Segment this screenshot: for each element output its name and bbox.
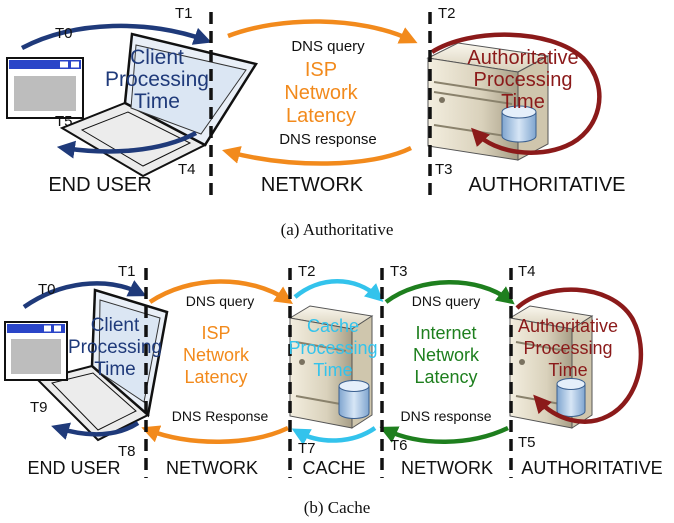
internet-latency-label: Network — [413, 345, 480, 365]
dns-response-label: DNS response — [279, 131, 377, 148]
time-label: T4 — [518, 263, 536, 280]
client-processing-arrow — [22, 280, 147, 309]
time-label: T3 — [435, 161, 453, 178]
cache-processing-label: Time — [313, 360, 352, 380]
time-label: T0 — [38, 281, 56, 298]
internet-latency-label: Latency — [414, 367, 477, 387]
authoritative-processing-label: Authoritative — [467, 47, 578, 69]
client-return-arrow — [56, 131, 198, 159]
section-label-cache: CACHE — [302, 458, 365, 478]
cache-return-arrow — [291, 426, 377, 446]
time-label: T1 — [118, 263, 136, 280]
dns-response-label: DNS Response — [172, 408, 269, 424]
dns-query-label: DNS query — [291, 38, 365, 55]
client-processing-label: Client — [130, 46, 184, 69]
section-label-end-user: END USER — [27, 458, 120, 478]
database-icon — [338, 380, 370, 419]
dns-query-arrow — [227, 19, 418, 44]
database-icon — [556, 378, 586, 417]
authoritative-processing-loop — [430, 32, 602, 155]
laptop-icon — [59, 32, 258, 178]
time-label: T2 — [438, 5, 456, 22]
section-label-authoritative: AUTHORITATIVE — [468, 174, 625, 196]
caption-b: (b) Cache — [304, 498, 371, 517]
browser-window-icon — [4, 321, 68, 381]
server-icon — [426, 42, 550, 161]
internet-response-arrow — [379, 425, 509, 444]
server-icon — [508, 305, 594, 429]
authoritative-processing-label: Time — [548, 360, 587, 380]
isp-latency-label: ISP — [201, 323, 230, 343]
time-label: T5 — [55, 113, 73, 130]
time-label: T3 — [390, 263, 408, 280]
client-processing-label: Processing — [105, 68, 209, 91]
time-label: T8 — [118, 443, 136, 460]
isp-latency-label: Latency — [184, 367, 247, 387]
dns-response-arrow — [141, 425, 289, 444]
dns-query-label: DNS query — [186, 293, 254, 309]
browser-window-icon — [6, 57, 84, 119]
time-label: T6 — [390, 437, 408, 454]
client-processing-label: Time — [94, 359, 136, 380]
time-label: T2 — [298, 263, 316, 280]
time-label: T9 — [30, 399, 48, 416]
client-processing-label: Time — [134, 90, 180, 113]
authoritative-processing-label: Time — [501, 91, 545, 113]
time-label: T5 — [518, 434, 536, 451]
cache-processing-arrow — [293, 279, 384, 302]
client-processing-label: Processing — [68, 337, 162, 358]
isp-latency-label: Network — [183, 345, 250, 365]
cache-processing-label: Cache — [307, 316, 359, 336]
section-label-authoritative: AUTHORITATIVE — [521, 458, 662, 478]
panel-a: T0 T1 T2 T3 T4 T5 Client Processing Time… — [6, 5, 626, 239]
section-label-end-user: END USER — [48, 174, 151, 196]
caption-a: (a) Authoritative — [281, 220, 394, 239]
database-icon — [501, 105, 537, 143]
client-return-arrow — [51, 421, 140, 440]
internet-query-arrow — [384, 280, 515, 305]
authoritative-processing-label: Authoritative — [518, 316, 618, 336]
isp-latency-label: ISP — [305, 59, 337, 81]
time-label: T1 — [175, 5, 193, 22]
dns-query-arrow — [148, 279, 293, 305]
authoritative-processing-loop — [515, 287, 644, 424]
dns-response-label: DNS response — [400, 408, 491, 424]
section-label-network: NETWORK — [166, 458, 258, 478]
section-label-network: NETWORK — [261, 174, 364, 196]
time-label: T0 — [55, 25, 73, 42]
dns-query-label: DNS query — [412, 293, 480, 309]
isp-latency-label: Network — [284, 82, 358, 104]
internet-latency-label: Internet — [415, 323, 476, 343]
client-processing-arrow — [20, 23, 212, 50]
client-processing-label: Client — [91, 315, 140, 336]
authoritative-processing-label: Processing — [474, 69, 573, 91]
section-label-network: NETWORK — [401, 458, 493, 478]
panel-b: T0 T1 T2 T3 T4 T5 T6 T7 T8 T9 Client Pro… — [4, 263, 663, 517]
time-label: T7 — [298, 440, 316, 457]
isp-latency-label: Latency — [286, 105, 356, 127]
authoritative-processing-label: Processing — [523, 338, 612, 358]
dns-response-arrow — [222, 145, 412, 166]
time-label: T4 — [178, 161, 196, 178]
cache-processing-label: Processing — [288, 338, 377, 358]
